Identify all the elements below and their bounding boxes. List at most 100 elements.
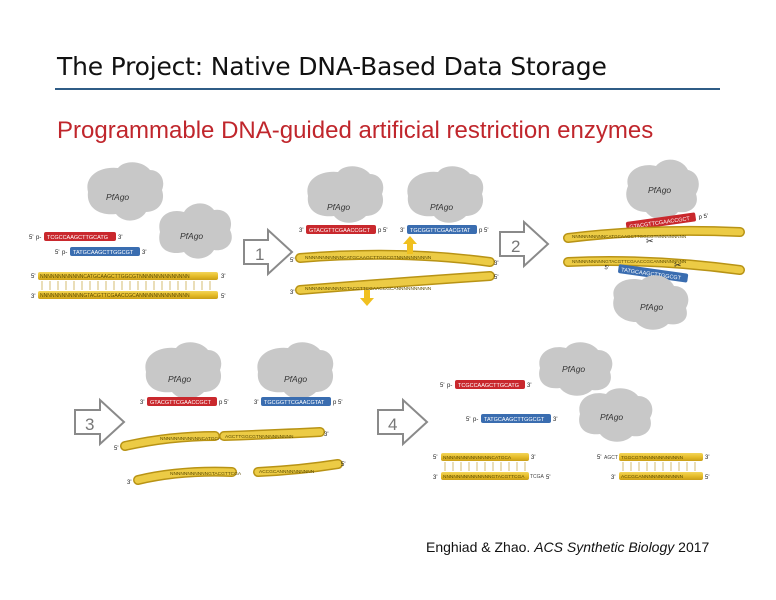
blue-guide-dna	[261, 397, 331, 406]
guide-phosphate: p-	[447, 383, 452, 389]
pfago-protein	[159, 203, 232, 259]
base-pair-ladder	[41, 281, 211, 290]
panel-initial: PfAgo PfAgo 5' p- TCGCCAAGCTTGCATG 3' 5'…	[29, 162, 232, 300]
red-guide-sequence: TCGCCAAGCTTGCATG	[458, 383, 519, 389]
dna-fragment-sequence: NNNNNNNNNNNGTACGTTCGA	[170, 471, 242, 477]
blue-guide-sequence: TATGCAAGCTTGGCGT	[484, 417, 545, 423]
step-number: 4	[388, 415, 397, 434]
pfago-protein	[145, 342, 222, 399]
guide-phosphate: p 5'	[698, 214, 708, 221]
cleavage-scissors-icon: ✂	[646, 236, 654, 246]
pfago-label: PfAgo	[327, 202, 350, 212]
dna-bottom-sequence: NNNNNNNNNNGTACGTTCGAACCGCANNNNNNNNN	[572, 259, 686, 264]
pfago-protein	[539, 342, 613, 396]
blue-guide-sequence: TGCGGTTCGAACGTAT	[264, 400, 325, 406]
title-divider	[55, 88, 720, 90]
dna-top-strand	[441, 453, 529, 461]
dna-3-end: 3'	[324, 432, 328, 438]
pfago-label: PfAgo	[180, 231, 203, 241]
dna-bottom-strand	[38, 291, 218, 299]
strand-separation-arrow-up	[403, 236, 417, 254]
dna-top-sequence: NNNNNNNNNNCATGCAAGCTTGGCGTNNNNNNNNN	[572, 234, 686, 239]
step-arrow-3: 3	[74, 397, 126, 447]
dna-5-end: 5'	[341, 462, 345, 468]
panel-step4: PfAgo PfAgo 5' p- TCGCCAAGCTTGCATG 3' 5'…	[433, 342, 709, 481]
page-title: The Project: Native DNA-Based Data Stora…	[57, 52, 607, 81]
pfago-protein	[626, 159, 699, 220]
dna-top-sequence: NNNNNNNNNNNNCATGCAAGCTTGGCGTNNNNNNNNNNNN…	[40, 274, 190, 280]
dna-3-end: 3'	[611, 475, 615, 481]
dna-bottom-sequence: NNNNNNNNNNNGTACGTTCGAACCGCANNNNNNNNNN	[305, 286, 432, 292]
pfago-label: PfAgo	[640, 302, 663, 312]
guide-3-end: 3'	[299, 228, 303, 234]
pfago-protein	[613, 275, 689, 330]
step-number: 2	[511, 237, 520, 256]
blue-guide-sequence: TGCGGTTCGAACGTAT	[410, 228, 471, 234]
guide-phosphate: p 5'	[378, 228, 388, 234]
dna-3-end: 3'	[531, 455, 535, 461]
panel-step1: PfAgo 3' GTACGTTCGAACCGCT p 5' PfAgo 3' …	[290, 166, 498, 306]
guide-3-end: 3'	[254, 400, 258, 406]
step-number: 1	[255, 245, 264, 264]
guide-phosphate: p-	[473, 417, 478, 423]
guide-5-end: 5'	[466, 417, 470, 423]
guide-3-end: 3'	[400, 228, 404, 234]
citation-authors: Enghiad & Zhao.	[426, 539, 535, 555]
dna-top-strand	[619, 453, 703, 461]
guide-5-end: 5'	[29, 235, 33, 241]
dna-bottom-strand	[441, 472, 529, 480]
dna-top-sequence: NNNNNNNNNNNNNNCATGCA	[443, 455, 512, 461]
guide-3-end: 3'	[118, 235, 122, 241]
dna-fragment-sequence: ACCGCANNNNNNNNNN	[259, 469, 315, 475]
dna-5-end: 5'	[31, 274, 35, 280]
dna-3-end: 3'	[221, 274, 225, 280]
red-guide-dna	[625, 212, 696, 231]
pfago-label: PfAgo	[106, 192, 129, 202]
dna-bottom-sequence: NNNNNNNNNNNNGTACGTTCGAACCGCANNNNNNNNNNNN…	[40, 293, 190, 299]
pfago-protein	[87, 162, 164, 221]
pfago-protein	[257, 342, 334, 399]
dna-3-end: 3'	[705, 455, 709, 461]
dna-5-end: 5'	[114, 446, 118, 452]
dna-5-end: 5'	[433, 455, 437, 461]
guide-phosphate: p 5'	[479, 228, 489, 234]
dna-5-end: 5'	[221, 294, 225, 300]
dna-top-sequence: NNNNNNNNNNNCATGCAAGCTTGGCGTNNNNNNNNNN	[305, 255, 432, 261]
pfago-protein	[579, 388, 653, 442]
guide-3-end: 3'	[142, 250, 146, 256]
guide-5-end: 5'	[604, 265, 609, 272]
red-guide-dna	[306, 225, 376, 234]
dna-fragment-sequence: NNNNNNNNNNNNCATGCA	[160, 436, 222, 442]
dna-bottom-sequence: ACCGCANNNNNNNNNNNN	[621, 474, 684, 480]
red-guide-sequence: TCGCCAAGCTTGCATG	[47, 235, 108, 241]
pfago-label: PfAgo	[562, 364, 585, 374]
guide-phosphate: p 5'	[333, 400, 343, 406]
red-guide-dna	[455, 380, 525, 389]
dna-overhang-sequence: AGCT	[604, 455, 618, 461]
dna-3-end: 3'	[494, 261, 498, 267]
blue-guide-sequence: TATGCAAGCTTGGCGT	[73, 250, 134, 256]
guide-5-end: 5'	[55, 250, 59, 256]
dna-5-end: 5'	[705, 475, 709, 481]
dna-5-end: 5'	[290, 258, 294, 264]
red-guide-dna	[44, 232, 116, 241]
guide-3-end: 3'	[553, 417, 557, 423]
base-pair-ladder	[444, 462, 526, 471]
pfago-protein	[407, 166, 484, 223]
red-guide-sequence: GTACGTTCGAACCGCT	[309, 228, 371, 234]
red-guide-dna	[147, 397, 217, 406]
dna-top-sequence: TGGCGTNNNNNNNNNNNN	[621, 455, 684, 461]
guide-3-end: 3'	[140, 400, 144, 406]
strand-separation-arrow-down	[360, 290, 374, 306]
dna-fragment-sequence: AGCTTGGCGTNNNNNNNNNN	[225, 434, 294, 440]
dna-3-end: 3'	[127, 480, 131, 486]
dna-3-end: 3'	[31, 294, 35, 300]
blue-guide-dna	[618, 264, 689, 283]
dna-3-end: 3'	[290, 290, 294, 296]
dna-5-end: 5'	[494, 275, 498, 281]
guide-phosphate: p-	[36, 235, 41, 241]
dna-3-end: 3'	[433, 475, 437, 481]
citation: Enghiad & Zhao. ACS Synthetic Biology 20…	[426, 539, 709, 555]
citation-journal: ACS Synthetic Biology	[534, 539, 675, 555]
